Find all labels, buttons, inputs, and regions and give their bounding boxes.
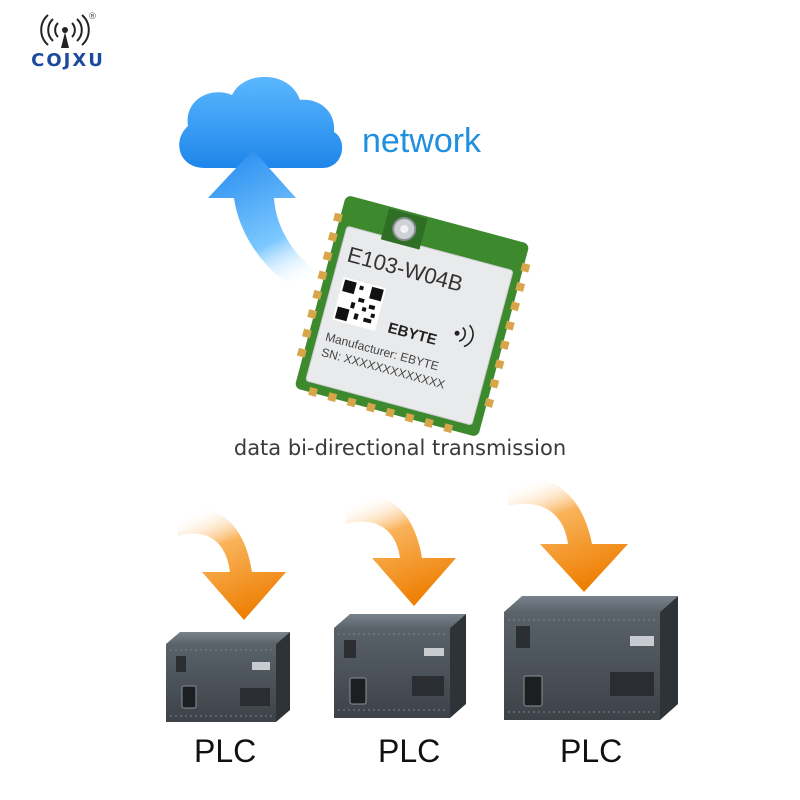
plc-device-image xyxy=(504,596,678,720)
brand-logo: ® COJXU xyxy=(18,10,118,80)
plc-label: PLC xyxy=(378,733,441,769)
plc-label: PLC xyxy=(560,733,623,769)
download-arrow-icon xyxy=(346,495,456,606)
plc-label: PLC xyxy=(194,733,257,769)
transmission-label: data bi-directional transmission xyxy=(233,436,567,460)
brand-name: COJXU xyxy=(31,50,105,71)
ebyte-logo-icon xyxy=(454,324,474,348)
plc-device-image xyxy=(334,614,466,718)
wifi-module-image: E103-W04B EBYTE Manufacturer: EBYTE SN: … xyxy=(295,196,531,436)
cloud-icon xyxy=(179,76,343,168)
registered-mark: ® xyxy=(88,12,97,22)
download-arrow-icon xyxy=(508,478,628,592)
download-arrow-icon xyxy=(178,508,286,620)
plc-device-image xyxy=(166,632,290,722)
upload-arrow-icon xyxy=(208,150,322,292)
wifi-signal-icon xyxy=(40,14,90,48)
network-label: network xyxy=(362,122,482,160)
qr-code-icon xyxy=(332,277,387,331)
